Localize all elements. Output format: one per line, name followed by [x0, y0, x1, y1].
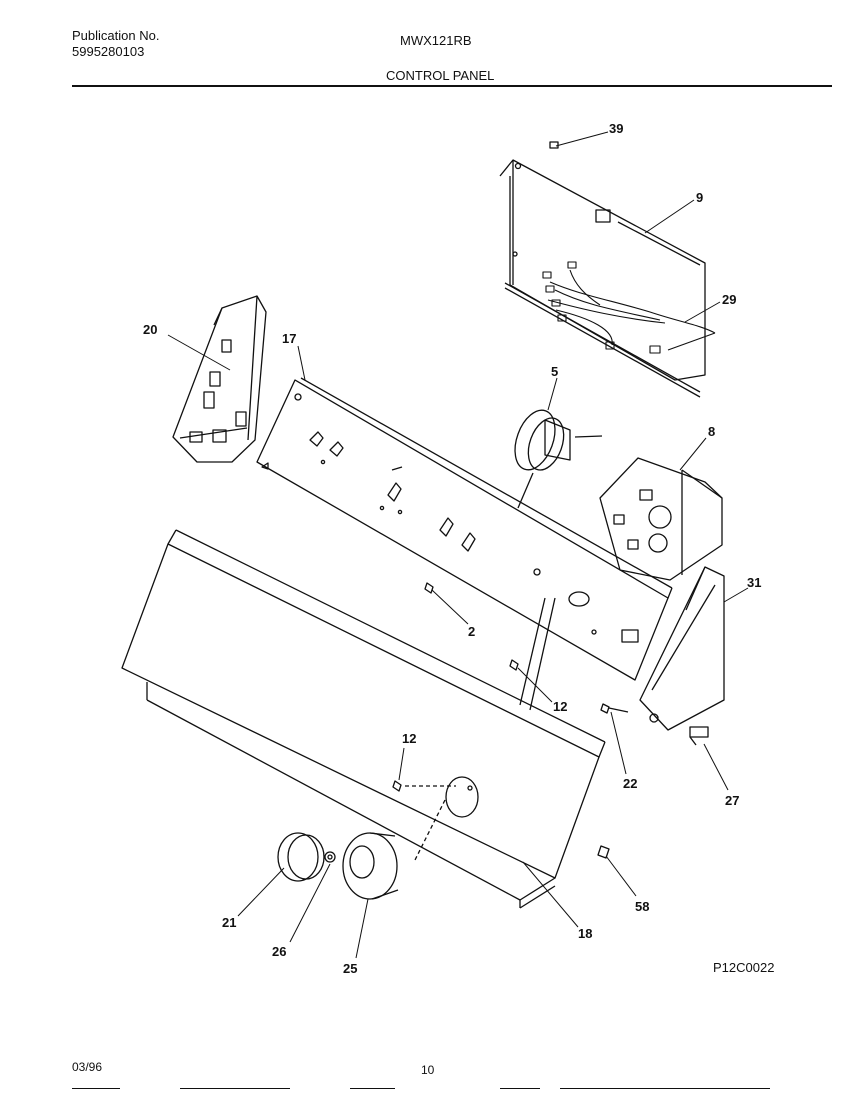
- section-title: CONTROL PANEL: [386, 68, 495, 83]
- publication-number: 5995280103: [72, 44, 145, 59]
- callout-26: 26: [272, 944, 287, 959]
- callout-5: 5: [551, 364, 559, 379]
- leader-lines: [167, 131, 749, 959]
- callout-31: 31: [747, 575, 762, 590]
- callout-39: 39: [609, 121, 624, 136]
- part-26-washer: [324, 851, 336, 863]
- callout-58: 58: [635, 899, 650, 914]
- callout-20: 20: [143, 322, 158, 337]
- part-25-knob: [342, 832, 399, 900]
- part-20-end-bracket: [172, 295, 267, 463]
- model-number: MWX121RB: [400, 33, 472, 48]
- part-21-knob-cap: [277, 832, 325, 882]
- callout-12-lower: 12: [402, 731, 417, 746]
- callout-8: 8: [708, 424, 716, 439]
- callout-25: 25: [343, 961, 358, 976]
- callout-2: 2: [468, 624, 476, 639]
- part-5-timer: [514, 409, 603, 509]
- callout-18: 18: [578, 926, 593, 941]
- part-9-back-panel: [499, 159, 706, 398]
- callout-22: 22: [623, 776, 638, 791]
- callout-17: 17: [282, 331, 297, 346]
- footer-rule-5: [560, 1088, 770, 1089]
- footer-rule-1: [72, 1088, 120, 1089]
- part-17-console: [256, 377, 673, 681]
- knob-mount: [405, 591, 590, 861]
- part-29-wire-harness: [542, 261, 716, 354]
- callout-9: 9: [696, 190, 704, 205]
- part-8-switch: [599, 457, 723, 581]
- page-number: 10: [421, 1063, 435, 1077]
- part-18-front-panel: [121, 529, 606, 909]
- publication-label: Publication No.: [72, 28, 160, 43]
- callout-29: 29: [722, 292, 737, 307]
- callout-27: 27: [725, 793, 740, 808]
- footer-rule-4: [500, 1088, 540, 1089]
- footer-rule-3: [350, 1088, 395, 1089]
- callout-12-upper: 12: [553, 699, 568, 714]
- screws: [392, 141, 709, 859]
- header-rule: [72, 85, 832, 87]
- footer-rule-2: [180, 1088, 290, 1089]
- footer-date: 03/96: [72, 1060, 103, 1074]
- callout-21: 21: [222, 915, 237, 930]
- diagram-code: P12C0022: [713, 960, 775, 975]
- part-31-end-cap: [639, 566, 725, 731]
